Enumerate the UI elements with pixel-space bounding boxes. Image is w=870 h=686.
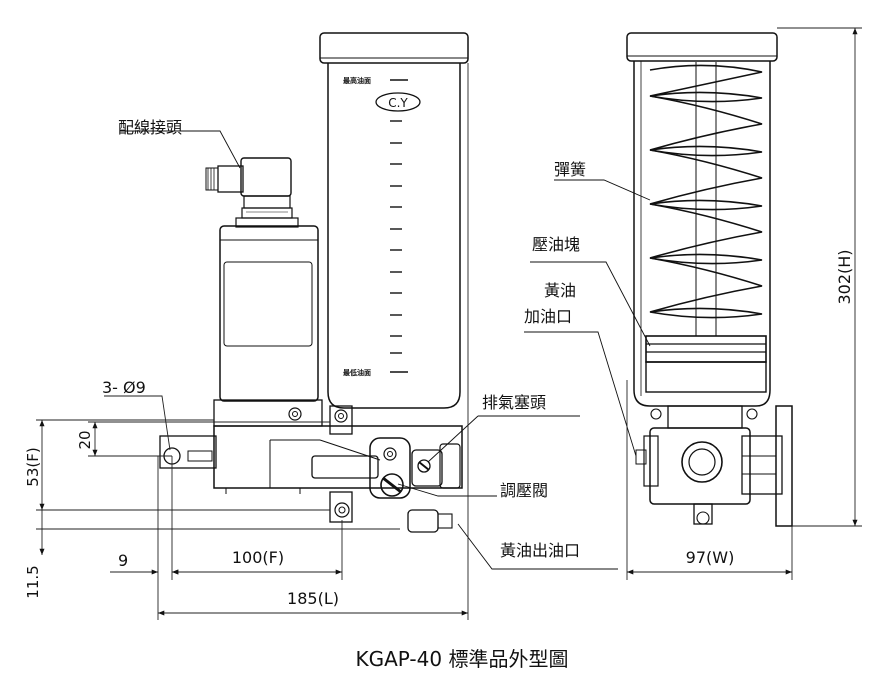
wiring-connector — [205, 157, 299, 228]
dim-11-5: 11.5 — [24, 565, 42, 598]
pump-body — [213, 425, 463, 489]
dim-97w: 97(W) — [686, 548, 735, 567]
motor-body — [219, 225, 319, 402]
label-spring: 彈簧 — [554, 160, 586, 179]
side-pump-body — [649, 427, 751, 505]
motor-nameplate — [223, 261, 313, 347]
dim-53f: 53(F) — [24, 447, 42, 486]
label-grease-fill-line1: 黃油 — [544, 281, 576, 300]
brand-logo-text: C.Y — [388, 96, 408, 110]
regulator-body — [369, 437, 411, 499]
reservoir-cap — [319, 32, 469, 64]
side-reservoir-cap — [626, 32, 778, 62]
pressure-block — [645, 335, 767, 363]
label-pressure-block: 壓油塊 — [532, 235, 580, 254]
dim-3-holes-dia-9: 3- Ø9 — [102, 378, 146, 397]
min-level-label: 最低油面 — [343, 368, 371, 377]
dim-9: 9 — [118, 551, 128, 570]
label-regulator: 調壓閥 — [500, 481, 548, 500]
grease-outlet-fitting — [407, 509, 439, 533]
dim-302h: 302(H) — [835, 249, 854, 304]
side-view: 彈簧 壓油塊 黃油 加油口 — [524, 32, 793, 527]
front-view-dimensions: 53(F) 11.5 20 3- Ø9 9 100(F) 185(L) — [24, 63, 469, 620]
bleed-plug — [411, 449, 443, 487]
spring — [649, 62, 763, 336]
label-grease-fill-line2: 加油口 — [524, 307, 572, 326]
dim-20: 20 — [76, 430, 94, 449]
level-scale — [390, 79, 408, 373]
mounting-flange-left — [159, 435, 217, 469]
drawing-caption: KGAP-40 標準品外型圖 — [356, 647, 569, 671]
label-grease-outlet: 黃油出油口 — [500, 541, 580, 560]
dim-185l: 185(L) — [287, 589, 339, 608]
front-view: 最高油面 最低油面 C.Y — [118, 32, 618, 570]
side-mounting-flange — [775, 405, 793, 527]
brand-logo — [375, 92, 421, 112]
label-wiring-connector: 配線接頭 — [118, 118, 182, 137]
label-bleed-plug: 排氣塞頭 — [482, 393, 546, 412]
reservoir-body — [327, 63, 461, 409]
side-view-dimensions: 97(W) 302(H) — [626, 27, 862, 580]
max-level-label: 最高油面 — [343, 76, 371, 85]
dim-100f: 100(F) — [232, 548, 284, 567]
